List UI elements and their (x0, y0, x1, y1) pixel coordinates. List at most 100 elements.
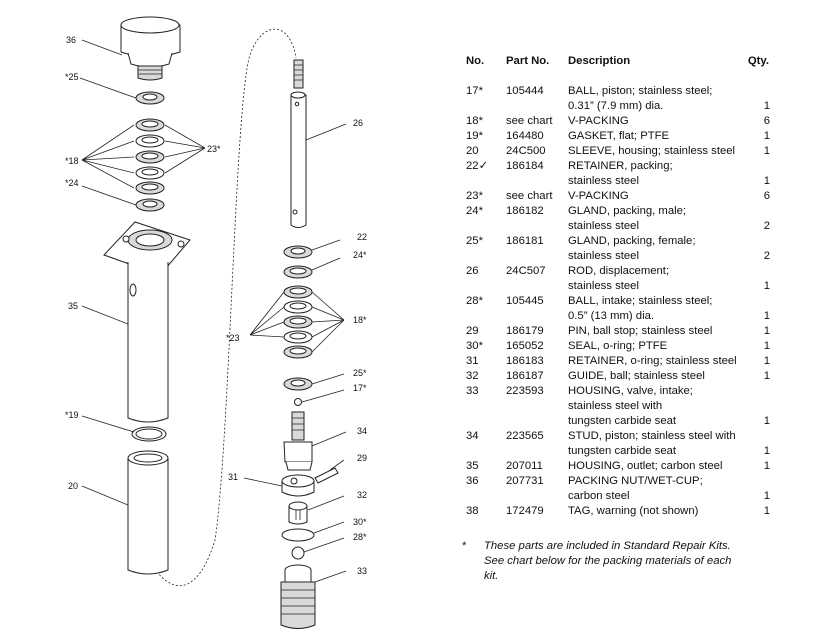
cell-qty: 1 (763, 310, 770, 322)
callout-29: 29 (357, 453, 367, 463)
header-qty: Qty. (747, 55, 769, 67)
cell-qty: 1 (763, 145, 770, 157)
description-line: stainless steel (568, 250, 639, 262)
part-31-retainer (281, 474, 315, 497)
cell-qty: 1 (763, 490, 770, 502)
description-line: stainless steel with (568, 400, 663, 412)
cell-item-no: 19* (466, 130, 483, 142)
cell-qty: 2 (763, 250, 770, 262)
cell-part-no: 164480 (506, 130, 544, 142)
callout-36: 36 (66, 35, 76, 45)
cell-description: HOUSING, valve, intake; stainless steel w… (568, 384, 693, 429)
part-25-female-gland (135, 91, 165, 105)
cell-part-no: 186183 (506, 355, 544, 367)
callout-20: 20 (68, 481, 78, 491)
cell-part-no: 165052 (506, 340, 544, 352)
description-line: V-PACKING (568, 190, 629, 202)
header-no: No. (466, 55, 485, 67)
cell-part-no: 24C507 (506, 265, 546, 277)
cell-description: PIN, ball stop; stainless steel (568, 324, 712, 339)
callout-19: *19 (65, 410, 79, 420)
cell-qty: 1 (763, 130, 770, 142)
footnote-line-3: kit. (484, 570, 499, 582)
description-line: BALL, intake; stainless steel; (568, 295, 713, 307)
description-line: GASKET, flat; PTFE (568, 130, 670, 142)
table-row: 26 24C507 ROD, displacement;stainless stee… (458, 264, 822, 294)
description-line: SEAL, o-ring; PTFE (568, 340, 668, 352)
callout-23-right: *23 (226, 333, 240, 343)
callout-31: 31 (228, 472, 238, 482)
cell-description: V-PACKING (568, 114, 629, 129)
cell-item-no: 29 (466, 325, 479, 337)
cell-qty: 1 (763, 370, 770, 382)
cell-qty: 1 (763, 355, 770, 367)
description-line: STUD, piston; stainless steel with (568, 430, 736, 442)
cell-item-no: 25* (466, 235, 483, 247)
cell-item-no: 26 (466, 265, 479, 277)
cell-qty: 6 (763, 190, 770, 202)
cell-part-no: 223593 (506, 385, 544, 397)
cell-item-no: 22✓ (466, 160, 489, 172)
description-line: RETAINER, o-ring; stainless steel (568, 355, 737, 367)
callout-34: 34 (357, 426, 367, 436)
cell-description: ROD, displacement;stainless steel (568, 264, 669, 294)
cell-qty: 1 (763, 505, 770, 517)
cell-part-no: 105445 (506, 295, 544, 307)
cell-item-no: 18* (466, 115, 483, 127)
cell-part-no: 207731 (506, 475, 544, 487)
assembly-path (151, 28, 297, 587)
callout-33: 33 (357, 566, 367, 576)
cell-description: BALL, piston; stainless steel;0.31” (7.9… (568, 84, 712, 114)
callout-24-right: 24* (353, 250, 367, 260)
part-28-ball (291, 546, 305, 560)
part-34-piston-stud (283, 411, 313, 471)
cell-part-no: 223565 (506, 430, 544, 442)
cell-description: TAG, warning (not shown) (568, 504, 698, 519)
cell-item-no: 28* (466, 295, 483, 307)
cell-part-no: 186187 (506, 370, 544, 382)
cell-qty: 1 (763, 445, 770, 457)
cell-qty: 1 (763, 100, 770, 112)
description-line: tungsten carbide seat (568, 415, 677, 427)
footnote-asterisk: * (462, 540, 467, 552)
header-description: Description (568, 55, 631, 67)
description-line: SLEEVE, housing; stainless steel (568, 145, 736, 157)
callout-25-right: 25* (353, 368, 367, 378)
description-line: HOUSING, outlet; carbon steel (568, 460, 723, 472)
part-19-gasket (131, 426, 167, 442)
cell-item-no: 24* (466, 205, 483, 217)
callout-18-right: 18* (353, 315, 367, 325)
part-25-female-gland-right (283, 377, 313, 391)
cell-part-no: 186182 (506, 205, 544, 217)
header-part-no: Part No. (506, 55, 550, 67)
vpacking-stack-right (283, 285, 313, 359)
cell-item-no: 36 (466, 475, 479, 487)
cell-item-no: 30* (466, 340, 483, 352)
description-line: BALL, piston; stainless steel; (568, 85, 713, 97)
part-24-male-gland (135, 198, 165, 212)
cell-part-no: 172479 (506, 505, 544, 517)
description-line: HOUSING, valve, intake; (568, 385, 693, 397)
cell-item-no: 34 (466, 430, 479, 442)
exploded-parts-diagram: 36 *25 *18 23* *24 35 *19 20 26 22 24* 1… (65, 16, 367, 629)
cell-qty: 1 (763, 340, 770, 352)
cell-qty: 1 (763, 175, 770, 187)
cell-description: GASKET, flat; PTFE (568, 129, 669, 144)
part-35-outlet-housing (103, 221, 191, 423)
description-line: RETAINER, packing; (568, 160, 673, 172)
callout-28: 28* (353, 532, 367, 542)
cell-part-no: 207011 (506, 460, 543, 472)
callout-18-left: *18 (65, 156, 79, 166)
cell-description: V-PACKING (568, 189, 629, 204)
leader-lines (79, 39, 347, 583)
